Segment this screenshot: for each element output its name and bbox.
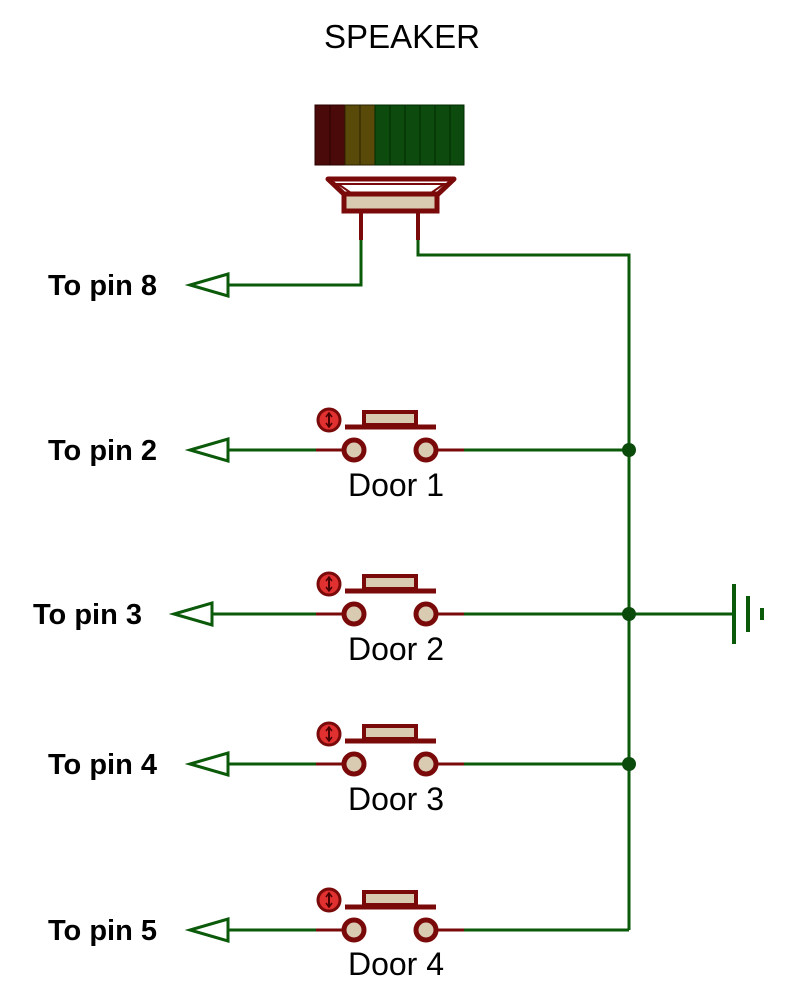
ground-icon xyxy=(732,584,764,644)
junction-dot xyxy=(622,757,636,771)
button-row-1 xyxy=(184,407,636,463)
button-pin-label: To pin 5 xyxy=(48,915,157,947)
button-name-label: Door 2 xyxy=(348,631,444,667)
button-row-2 xyxy=(168,571,764,644)
junction-dot xyxy=(622,607,636,621)
speaker-icon xyxy=(325,176,457,240)
terminal-arrow-icon xyxy=(184,751,230,777)
button-pin-label: To pin 4 xyxy=(48,749,157,781)
terminal-arrow-icon xyxy=(184,272,230,298)
button-name-label: Door 3 xyxy=(348,781,444,817)
pushbutton-icon[interactable] xyxy=(316,571,439,627)
pushbutton-icon[interactable] xyxy=(316,721,439,777)
junction-dot xyxy=(622,443,636,457)
terminal-arrow-icon xyxy=(184,437,230,463)
speaker-wire-pin8 xyxy=(228,240,363,287)
speaker-wire-bus xyxy=(416,240,631,930)
speaker-level-bar xyxy=(314,104,465,166)
button-name-label: Door 4 xyxy=(348,946,444,982)
button-name-label: Door 1 xyxy=(348,467,444,503)
speaker-label: SPEAKER xyxy=(324,18,480,55)
button-pin-label: To pin 3 xyxy=(33,599,142,631)
button-pin-label: To pin 2 xyxy=(48,435,157,467)
pushbutton-icon[interactable] xyxy=(316,887,439,943)
button-row-3 xyxy=(184,721,636,777)
button-row-4 xyxy=(184,887,629,943)
terminal-arrow-icon xyxy=(168,601,214,627)
terminal-arrow-icon xyxy=(184,917,230,943)
pushbutton-icon[interactable] xyxy=(316,407,439,463)
speaker-pin-label: To pin 8 xyxy=(48,270,157,302)
